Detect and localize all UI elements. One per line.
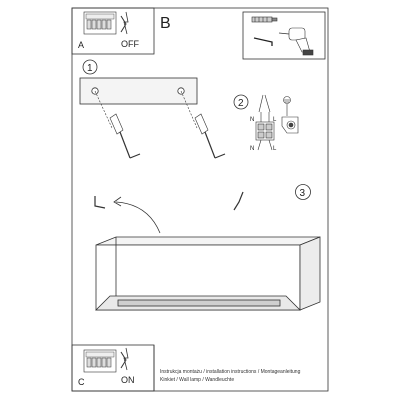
panel-b-letter: B	[160, 15, 171, 32]
fuse-box-icon	[83, 11, 117, 35]
tools-frame	[242, 11, 326, 60]
ground-icon	[283, 96, 291, 116]
panel-a-letter: A	[78, 40, 84, 50]
panel-a-state: OFF	[121, 39, 139, 49]
panel-c-state: ON	[121, 375, 135, 385]
ground-connector-icon	[281, 116, 299, 134]
panel-b: B	[160, 11, 326, 60]
fuse-box-icon	[83, 349, 117, 373]
panel-a: A OFF	[71, 7, 155, 55]
mounting-arrow-icon	[113, 196, 161, 234]
step-1-number: 1	[87, 63, 93, 74]
wire-label-l-top: L	[273, 117, 277, 123]
left-mounting-hole	[91, 87, 113, 129]
step-3-number: 3	[300, 188, 306, 199]
drill-icon	[278, 27, 314, 56]
left-screw-icon	[109, 113, 141, 159]
step-3-badge	[295, 184, 311, 200]
outer-frame	[71, 7, 329, 392]
terminal-block-icon	[255, 112, 275, 151]
right-hook-icon	[233, 191, 244, 211]
wire-label-l-bottom: L	[273, 146, 277, 152]
supply-wires-icon	[258, 94, 271, 113]
switch-off-icon	[120, 11, 129, 35]
switch-on-icon	[120, 347, 129, 371]
lamp-body	[95, 236, 321, 311]
caption-line-2: Kinkiet / Wall lamp / Wandleuchte	[160, 377, 235, 383]
step-2: 2 N L N L	[233, 94, 299, 152]
panel-c-letter: C	[78, 377, 85, 387]
panel-a-frame	[71, 7, 155, 55]
wire-label-n-top: N	[250, 117, 254, 123]
right-screw-icon	[194, 113, 226, 159]
panel-c: C ON	[71, 344, 155, 392]
allen-key-icon	[253, 37, 273, 46]
wall-plug-screw-icon	[251, 16, 278, 23]
right-mounting-hole	[177, 87, 198, 129]
caption-line-1: Instrukcja montażu / installation instru…	[160, 369, 301, 375]
left-hook-icon	[94, 196, 106, 209]
step-2-number: 2	[238, 98, 244, 109]
wire-label-n-bottom: N	[250, 146, 254, 152]
step-2-badge	[233, 94, 249, 110]
step-3: 3	[94, 184, 321, 311]
step-1-badge	[82, 59, 98, 75]
step-1: 1	[79, 59, 226, 159]
